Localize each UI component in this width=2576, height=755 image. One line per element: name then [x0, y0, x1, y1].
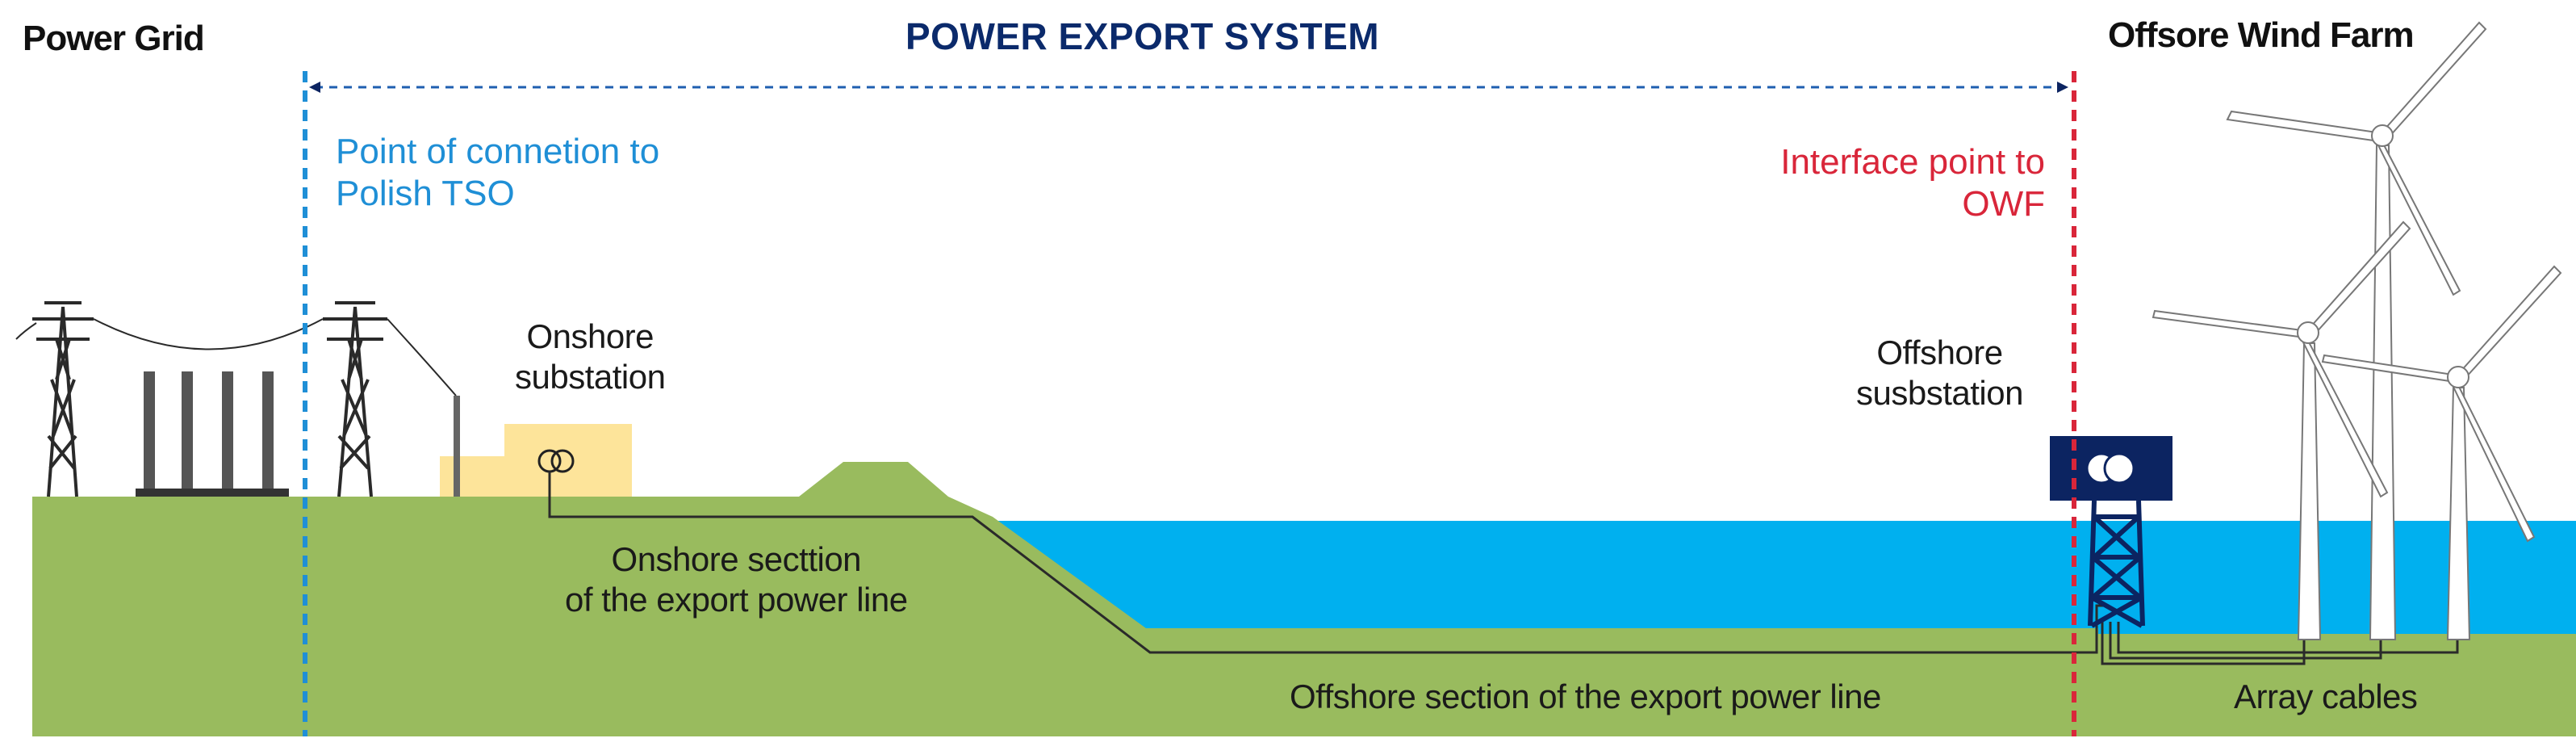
offshore-section-label: Offshore section of the export power lin…: [1290, 677, 1881, 715]
sea: [993, 521, 2576, 634]
onshore-substation-line-2: substation: [515, 357, 666, 396]
offshore-substation-line-1: Offshore: [1876, 333, 2003, 371]
offshore-substation-line-2: susbstation: [1856, 373, 2023, 412]
onshore-substation-line-1: Onshore: [526, 317, 654, 355]
onshore-section-line-1: Onshore secttion: [611, 540, 862, 578]
owf-interface-line-2: OWF: [1962, 183, 2045, 224]
substation-equipment: [136, 371, 460, 497]
wind-turbine: [2321, 265, 2562, 640]
owf-interface-line-1: Interface point to: [1780, 142, 2045, 182]
tso-connection-line-1: Point of connetion to: [336, 132, 660, 171]
offshore-substation: [2050, 436, 2172, 628]
system-title: POWER EXPORT SYSTEM: [905, 15, 1380, 57]
wind-turbine: [2152, 220, 2411, 640]
transmission-tower: [323, 301, 387, 497]
power-grid-header: Power Grid: [23, 19, 205, 58]
array-cables-label: Array cables: [2234, 677, 2418, 715]
offshore-substation-label: Offshore susbstation: [1856, 333, 2023, 413]
overhead-lines: [15, 318, 457, 396]
tso-connection-line-2: Polish TSO: [336, 173, 515, 213]
onshore-section-line-2: of the export power line: [565, 580, 908, 619]
onshore-section-label: Onshore secttion of the export power lin…: [565, 539, 908, 619]
export-cable: [548, 472, 2108, 654]
onshore-substation-label: Onshore substation: [515, 317, 666, 396]
ground: [32, 462, 2576, 736]
transmission-tower: [32, 301, 94, 497]
array-cables: [2101, 622, 2459, 665]
tso-connection-label: Point of connetion to Polish TSO: [336, 131, 659, 215]
wind-farm-header: Offsore Wind Farm: [2108, 15, 2415, 55]
owf-interface-label: Interface point to OWF: [1780, 141, 2045, 225]
onshore-substation: [440, 424, 632, 497]
